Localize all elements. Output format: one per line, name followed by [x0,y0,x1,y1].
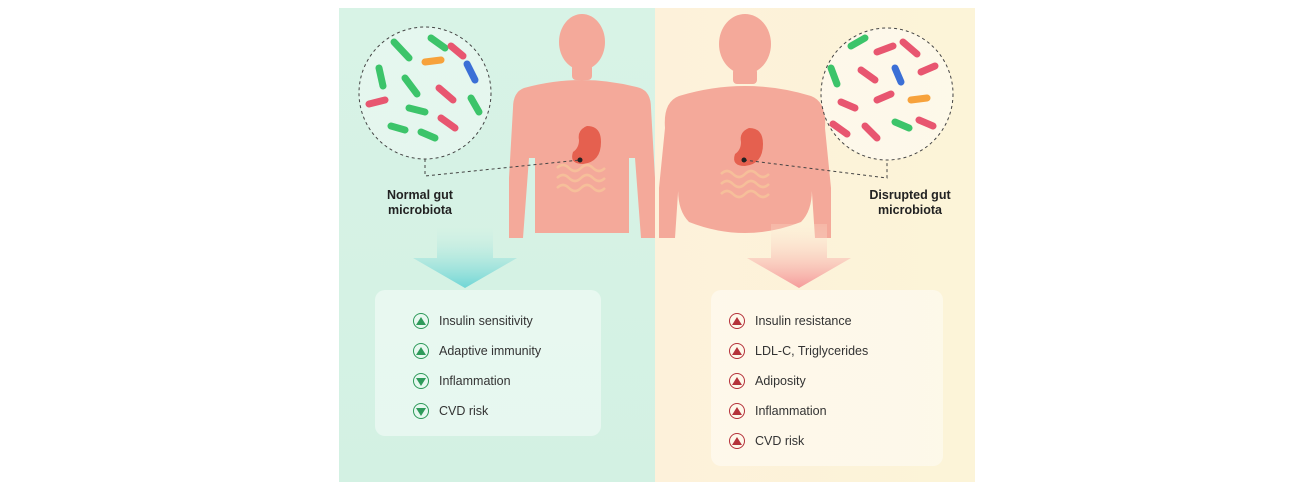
bacteria-icon [365,34,483,142]
human-body-icon [509,14,655,238]
outcome-item: LDL-C, Triglycerides [729,336,868,366]
normal-microbiota-caption: Normal gut microbiota [387,188,453,217]
disrupted-microbiota-caption: Disrupted gut microbiota [869,188,951,217]
intestine-icon [556,163,606,193]
outcome-item: CVD risk [729,426,868,456]
down-arrow-icon [747,224,851,288]
outcome-item: Adaptive immunity [413,336,541,366]
up-triangle-icon [729,313,745,329]
normal-outcomes-list: Insulin sensitivity Adaptive immunity In… [413,306,541,426]
outcome-item: CVD risk [413,396,541,426]
up-triangle-icon [729,373,745,389]
bacteria-icon [827,34,939,142]
up-triangle-icon [729,343,745,359]
disrupted-panel-illustration [659,14,954,288]
gut-microbiota-diagram: Normal gut microbiota Insulin sensitivit… [339,8,975,482]
normal-panel-illustration [358,14,655,288]
stomach-icon [572,126,601,164]
normal-microbiota-panel: Normal gut microbiota Insulin sensitivit… [339,8,655,482]
stomach-icon [734,128,763,166]
outcome-item: Insulin sensitivity [413,306,541,336]
up-triangle-icon [413,343,429,359]
down-triangle-icon [413,373,429,389]
up-triangle-icon [413,313,429,329]
outcome-item: Inflammation [413,366,541,396]
outcome-item: Adiposity [729,366,868,396]
normal-outcomes-card [375,290,601,436]
up-triangle-icon [729,403,745,419]
disrupted-microbiota-panel: Disrupted gut microbiota Insulin resista… [655,8,975,482]
disrupted-outcomes-card [711,290,943,466]
down-triangle-icon [413,403,429,419]
human-body-icon [659,14,831,238]
outcome-item: Insulin resistance [729,306,868,336]
down-arrow-icon [413,228,517,288]
up-triangle-icon [729,433,745,449]
intestine-icon [720,169,770,199]
outcome-item: Inflammation [729,396,868,426]
disrupted-outcomes-list: Insulin resistance LDL-C, Triglycerides … [729,306,868,456]
